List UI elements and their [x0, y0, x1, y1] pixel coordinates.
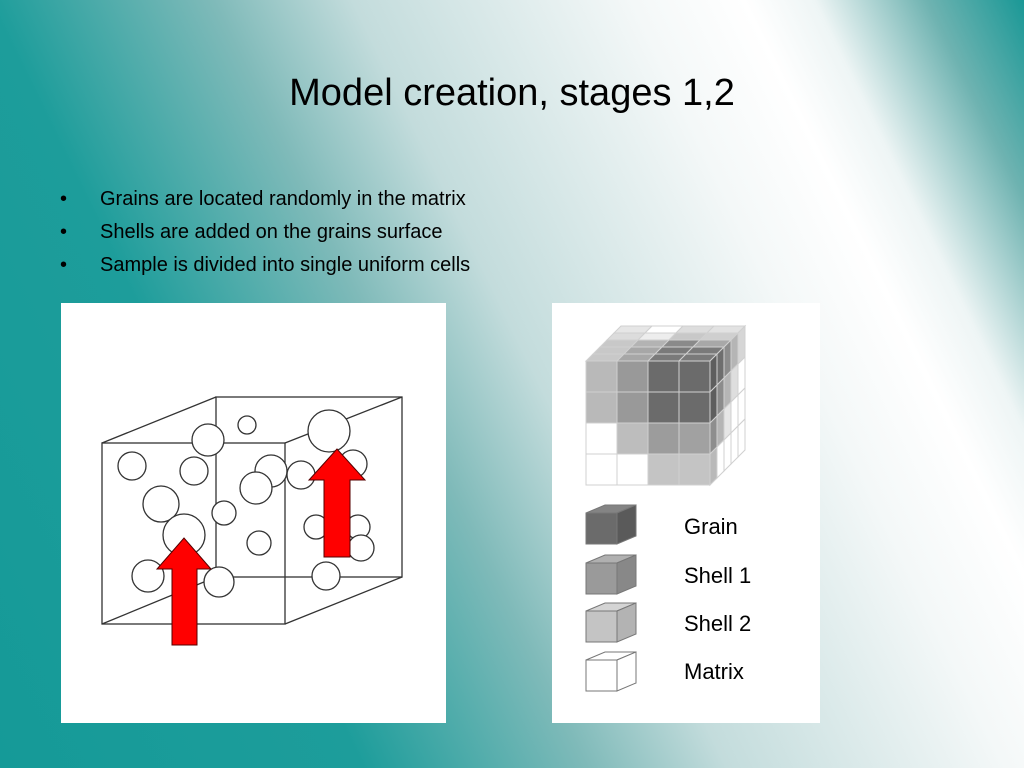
- cell-model-figure: Grain Shell 1 Shell 2 Matrix: [552, 303, 820, 723]
- legend-swatch-shell2: [585, 602, 637, 643]
- grain-circle: [311, 561, 341, 591]
- direction-arrows: [155, 448, 367, 646]
- legend-label-matrix: Matrix: [684, 659, 744, 684]
- legend-label-shell1: Shell 1: [684, 563, 752, 588]
- slide-title: Model creation, stages 1,2: [289, 72, 735, 114]
- bullet-dot: •: [60, 221, 68, 243]
- legend-swatch-grain: [585, 504, 637, 545]
- legend-label-shell2: Shell 2: [684, 611, 752, 636]
- grain-circle: [237, 415, 257, 435]
- grain-circle: [307, 409, 351, 453]
- voxel-top-face: [584, 325, 747, 362]
- grain-box-figure: [61, 303, 446, 723]
- grain-circle: [131, 559, 165, 593]
- bullet-item: • Shells are added on the grains surface: [60, 216, 470, 249]
- grains: [117, 409, 375, 598]
- bullet-dot: •: [60, 188, 68, 210]
- grain-circle: [142, 485, 180, 523]
- arrow-up-left: [155, 537, 213, 646]
- box-back-face: [215, 396, 403, 578]
- grain-box-illustration: [101, 396, 403, 646]
- grain-circle: [211, 500, 237, 526]
- grain-circle: [117, 451, 147, 481]
- bullet-item: • Grains are located randomly in the matr…: [60, 183, 470, 216]
- voxel-side-face: [709, 324, 746, 487]
- voxel-front-face: [585, 360, 711, 486]
- voxel-cube-illustration: [584, 324, 747, 692]
- grain-circle: [191, 423, 225, 457]
- grain-circle: [246, 530, 272, 556]
- bullet-text: Sample is divided into single uniform ce…: [100, 254, 471, 276]
- box-edge: [101, 396, 217, 444]
- bullet-text: Shells are added on the grains surface: [100, 221, 443, 243]
- bullet-list: • Grains are located randomly in the matr…: [60, 183, 470, 282]
- box-edge: [284, 576, 403, 625]
- grain-circle: [179, 456, 209, 486]
- arrow-up-right: [307, 448, 367, 558]
- bullet-item: • Sample is divided into single uniform c…: [60, 249, 470, 282]
- legend-label-grain: Grain: [684, 514, 738, 539]
- bullet-dot: •: [60, 254, 68, 276]
- legend-swatches: [585, 504, 637, 692]
- grain-circle: [347, 534, 375, 562]
- grain-circle: [286, 460, 316, 490]
- legend-swatch-shell1: [585, 554, 637, 595]
- grain-circle: [203, 566, 235, 598]
- legend-swatch-matrix: [585, 651, 637, 692]
- bullet-text: Grains are located randomly in the matri…: [100, 188, 466, 210]
- grain-circle: [239, 471, 273, 505]
